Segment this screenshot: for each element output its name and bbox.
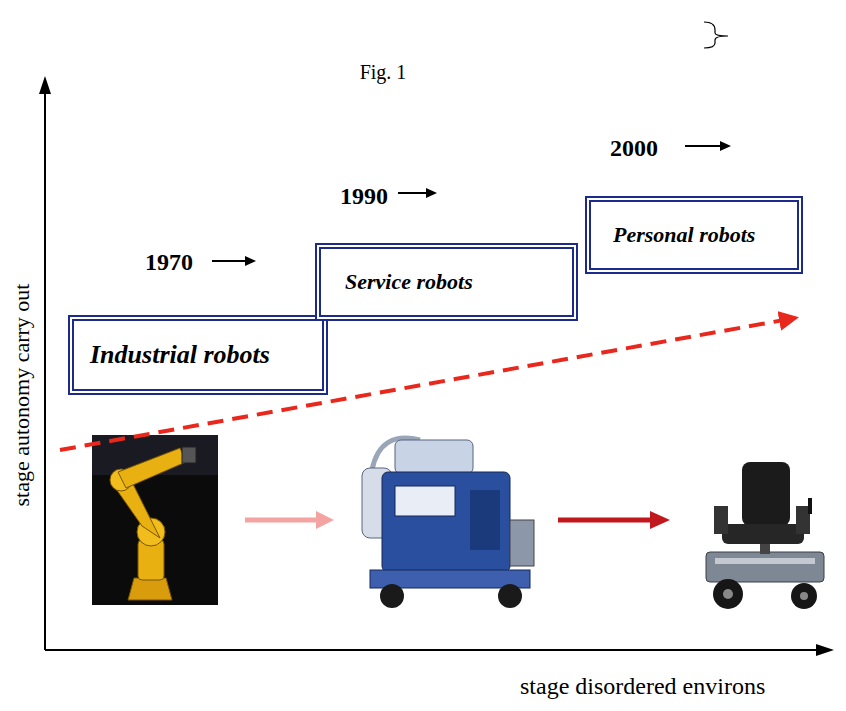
year-label: 2000 — [610, 135, 658, 162]
industrial-robot-picture — [92, 435, 218, 605]
label-holder: 1970 — [145, 249, 193, 276]
stage-box: Service robots — [315, 243, 578, 321]
axis-label: stage autonomy carry out — [9, 284, 35, 507]
axis-label: stage disordered environs — [520, 673, 765, 700]
box-title: Service robots — [345, 269, 548, 294]
year-label: 1970 — [145, 249, 193, 276]
label-holder: stage autonomy carry out — [9, 284, 35, 507]
x-axis-head — [816, 644, 834, 656]
progress-arrow — [558, 511, 670, 529]
service-robot-picture — [362, 438, 534, 608]
figure-caption: Fig. 1 — [360, 61, 407, 84]
box-title: Industrial robots — [90, 340, 306, 370]
box-title: Personal robots — [613, 222, 775, 247]
progress-arrow — [245, 511, 334, 529]
label-holder: 2000 — [610, 135, 658, 162]
caption-holder: Fig. 1 — [360, 61, 407, 84]
personal-robot-picture — [706, 462, 824, 609]
label-holder: 1990 — [340, 183, 388, 210]
year-label: 1990 — [340, 183, 388, 210]
y-axis — [44, 90, 46, 650]
x-axis — [45, 649, 818, 651]
stage-box: Industrial robots — [68, 315, 328, 395]
stage-box: Personal robots — [585, 196, 803, 274]
y-axis-head — [39, 76, 51, 94]
label-holder: stage disordered environs — [520, 673, 765, 700]
brace-mark — [704, 22, 728, 48]
